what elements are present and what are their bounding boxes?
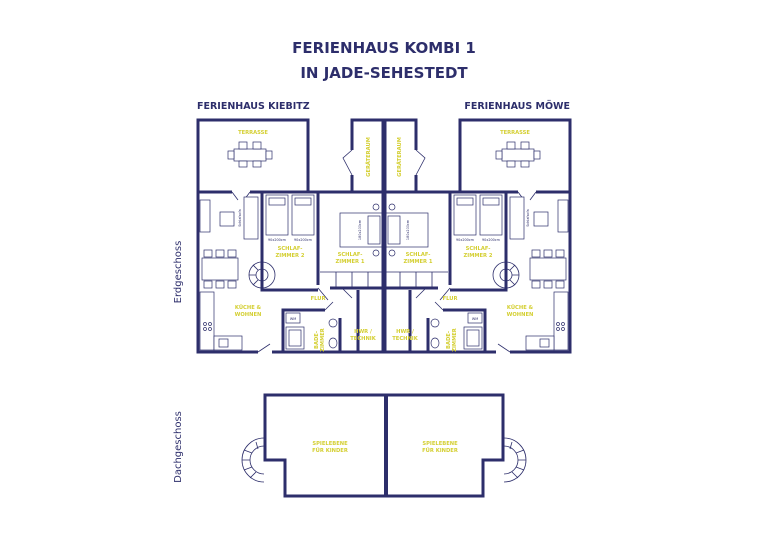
washer-label: WM bbox=[472, 317, 478, 321]
label-bath-right-2: ZIMMER bbox=[452, 328, 458, 352]
label-bedroom1-right: SCHLAF- bbox=[406, 252, 431, 258]
label-shed-right: GERÄTERAUM bbox=[396, 137, 403, 177]
label-bath-right: BADE- bbox=[446, 331, 452, 349]
label-hall-left: FLUR bbox=[311, 296, 326, 302]
house-name-left: FERIENHAUS KIEBITZ bbox=[197, 101, 310, 112]
label-utility-right: HWR / bbox=[396, 329, 414, 335]
label-kitchen-left-2: WOHNEN bbox=[235, 312, 262, 318]
label-bedroom1-right-2: ZIMMER 1 bbox=[404, 259, 433, 265]
label-play-right: SPIELEBENE bbox=[422, 441, 458, 447]
label-kitchen-left: KÜCHE & bbox=[235, 304, 262, 311]
label-terrace-left: TERRASSE bbox=[238, 130, 268, 136]
title-line-1: FERIENHAUS KOMBI 1 bbox=[292, 39, 476, 57]
sofa-label: Schlafsofa bbox=[526, 209, 530, 227]
label-bedroom2-right: SCHLAF- bbox=[466, 246, 491, 252]
bed-size: 180x200cm bbox=[406, 219, 410, 240]
house-moewe bbox=[382, 118, 572, 498]
label-hall-right: FLUR bbox=[443, 296, 458, 302]
bed-size: 90x200cm bbox=[482, 238, 501, 242]
floor-label-ground: Erdgeschoss bbox=[173, 241, 184, 304]
sofa-label: Schlafsofa bbox=[238, 209, 242, 227]
label-bath-left: BADE- bbox=[314, 331, 320, 349]
label-bedroom1-left: SCHLAF- bbox=[338, 252, 363, 258]
label-bedroom1-left-2: ZIMMER 1 bbox=[336, 259, 365, 265]
label-shed-left: GERÄTERAUM bbox=[365, 137, 372, 177]
label-bedroom2-left: SCHLAF- bbox=[278, 246, 303, 252]
house-kiebitz bbox=[196, 118, 386, 498]
label-utility-left-2: TECHNIK bbox=[350, 336, 377, 342]
label-terrace-right: TERRASSE bbox=[500, 130, 530, 136]
house-name-right: FERIENHAUS MÖWE bbox=[464, 101, 570, 112]
label-play-left: SPIELEBENE bbox=[312, 441, 348, 447]
bed-size: 90x200cm bbox=[456, 238, 475, 242]
label-kitchen-right: KÜCHE & bbox=[507, 304, 534, 311]
floor-label-attic: Dachgeschoss bbox=[173, 411, 184, 483]
label-bedroom2-right-2: ZIMMER 2 bbox=[464, 253, 493, 259]
washer-label: WM bbox=[290, 317, 296, 321]
label-bath-left-2: ZIMMER bbox=[320, 328, 326, 352]
bed-size: 90x200cm bbox=[294, 238, 313, 242]
bed-size: 180x200cm bbox=[358, 219, 362, 240]
label-play-left-2: FÜR KINDER bbox=[312, 447, 348, 454]
label-kitchen-right-2: WOHNEN bbox=[507, 312, 534, 318]
label-utility-left: HWR / bbox=[354, 329, 372, 335]
label-utility-right-2: TECHNIK bbox=[392, 336, 419, 342]
label-play-right-2: FÜR KINDER bbox=[422, 447, 458, 454]
label-bedroom2-left-2: ZIMMER 2 bbox=[276, 253, 305, 259]
bed-size: 90x200cm bbox=[268, 238, 287, 242]
title-line-2: IN JADE-SEHESTEDT bbox=[300, 64, 468, 82]
